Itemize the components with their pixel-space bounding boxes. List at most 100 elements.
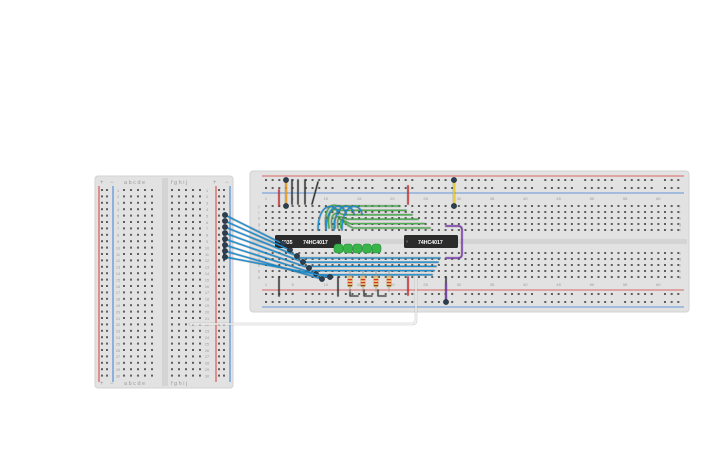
- terminal-hole[interactable]: [178, 361, 180, 364]
- terminal-hole[interactable]: [137, 201, 139, 204]
- rail-hole[interactable]: [604, 179, 607, 181]
- rail-hole[interactable]: [584, 187, 587, 189]
- terminal-hole[interactable]: [291, 223, 294, 225]
- rail-hole[interactable]: [384, 301, 387, 303]
- rail-hole[interactable]: [223, 285, 225, 287]
- terminal-hole[interactable]: [577, 264, 580, 266]
- terminal-hole[interactable]: [178, 201, 180, 204]
- rail-hole[interactable]: [304, 187, 307, 189]
- terminal-hole[interactable]: [324, 252, 327, 254]
- rail-hole[interactable]: [677, 293, 680, 295]
- terminal-hole[interactable]: [123, 253, 125, 255]
- terminal-hole[interactable]: [444, 270, 447, 272]
- terminal-hole[interactable]: [137, 214, 139, 217]
- terminal-hole[interactable]: [192, 189, 194, 191]
- terminal-hole[interactable]: [311, 264, 314, 266]
- rail-hole[interactable]: [218, 278, 220, 281]
- terminal-hole[interactable]: [464, 252, 467, 254]
- terminal-hole[interactable]: [491, 205, 494, 207]
- terminal-hole[interactable]: [604, 270, 607, 272]
- terminal-hole[interactable]: [404, 252, 407, 254]
- terminal-hole[interactable]: [550, 270, 553, 272]
- terminal-hole[interactable]: [657, 270, 660, 272]
- rail-hole[interactable]: [218, 272, 220, 275]
- terminal-hole[interactable]: [384, 276, 387, 278]
- terminal-hole[interactable]: [130, 342, 132, 345]
- terminal-hole[interactable]: [364, 217, 367, 219]
- terminal-hole[interactable]: [457, 264, 460, 266]
- rail-hole[interactable]: [670, 187, 673, 189]
- terminal-hole[interactable]: [677, 217, 680, 219]
- rail-hole[interactable]: [218, 189, 220, 191]
- terminal-hole[interactable]: [650, 264, 653, 266]
- terminal-hole[interactable]: [517, 205, 520, 207]
- terminal-hole[interactable]: [199, 355, 201, 358]
- terminal-hole[interactable]: [577, 205, 580, 207]
- board-to-board-wire[interactable]: [224, 214, 284, 245]
- rail-hole[interactable]: [550, 293, 553, 295]
- terminal-hole[interactable]: [338, 276, 341, 278]
- rail-hole[interactable]: [590, 179, 593, 181]
- terminal-hole[interactable]: [137, 304, 139, 307]
- rail-hole[interactable]: [106, 285, 108, 287]
- terminal-hole[interactable]: [670, 229, 673, 231]
- terminal-hole[interactable]: [404, 264, 407, 266]
- rail-hole[interactable]: [404, 179, 407, 181]
- terminal-hole[interactable]: [444, 252, 447, 254]
- terminal-hole[interactable]: [457, 229, 460, 231]
- terminal-hole[interactable]: [178, 221, 180, 223]
- terminal-hole[interactable]: [123, 349, 125, 351]
- terminal-hole[interactable]: [391, 276, 394, 278]
- terminal-hole[interactable]: [537, 217, 540, 219]
- terminal-hole[interactable]: [199, 317, 201, 319]
- rail-hole[interactable]: [223, 368, 225, 371]
- terminal-hole[interactable]: [537, 252, 540, 254]
- terminal-hole[interactable]: [123, 336, 125, 339]
- rail-hole[interactable]: [564, 293, 567, 295]
- terminal-hole[interactable]: [130, 368, 132, 371]
- terminal-hole[interactable]: [123, 272, 125, 275]
- terminal-hole[interactable]: [171, 214, 173, 217]
- terminal-hole[interactable]: [664, 217, 666, 219]
- rail-hole[interactable]: [311, 293, 314, 295]
- wire-end-connector[interactable]: [222, 224, 228, 230]
- terminal-hole[interactable]: [491, 264, 494, 266]
- terminal-hole[interactable]: [199, 349, 201, 351]
- rail-hole[interactable]: [101, 265, 103, 268]
- terminal-hole[interactable]: [597, 229, 600, 231]
- terminal-hole[interactable]: [137, 361, 139, 364]
- terminal-hole[interactable]: [437, 258, 440, 260]
- terminal-hole[interactable]: [597, 270, 600, 272]
- terminal-hole[interactable]: [144, 195, 146, 198]
- wire-end-connector[interactable]: [222, 212, 228, 218]
- terminal-hole[interactable]: [278, 229, 281, 231]
- terminal-hole[interactable]: [650, 252, 653, 254]
- rail-hole[interactable]: [557, 293, 560, 295]
- terminal-hole[interactable]: [577, 229, 580, 231]
- terminal-hole[interactable]: [137, 349, 139, 351]
- terminal-hole[interactable]: [331, 229, 334, 231]
- rail-hole[interactable]: [644, 179, 647, 181]
- terminal-hole[interactable]: [271, 276, 274, 278]
- terminal-hole[interactable]: [404, 217, 407, 219]
- rail-hole[interactable]: [544, 179, 547, 181]
- terminal-hole[interactable]: [617, 252, 620, 254]
- terminal-hole[interactable]: [151, 246, 153, 249]
- terminal-hole[interactable]: [557, 211, 560, 213]
- terminal-hole[interactable]: [517, 223, 520, 225]
- terminal-hole[interactable]: [550, 229, 553, 231]
- terminal-hole[interactable]: [171, 342, 173, 345]
- terminal-hole[interactable]: [524, 252, 527, 254]
- terminal-hole[interactable]: [624, 252, 627, 254]
- terminal-hole[interactable]: [544, 252, 547, 254]
- terminal-hole[interactable]: [130, 355, 132, 358]
- terminal-hole[interactable]: [550, 252, 553, 254]
- terminal-hole[interactable]: [318, 229, 321, 231]
- terminal-hole[interactable]: [199, 253, 201, 255]
- rail-hole[interactable]: [304, 293, 307, 295]
- terminal-hole[interactable]: [137, 253, 139, 255]
- terminal-hole[interactable]: [444, 205, 447, 207]
- rail-hole[interactable]: [106, 265, 108, 268]
- terminal-hole[interactable]: [464, 217, 467, 219]
- terminal-hole[interactable]: [151, 355, 153, 358]
